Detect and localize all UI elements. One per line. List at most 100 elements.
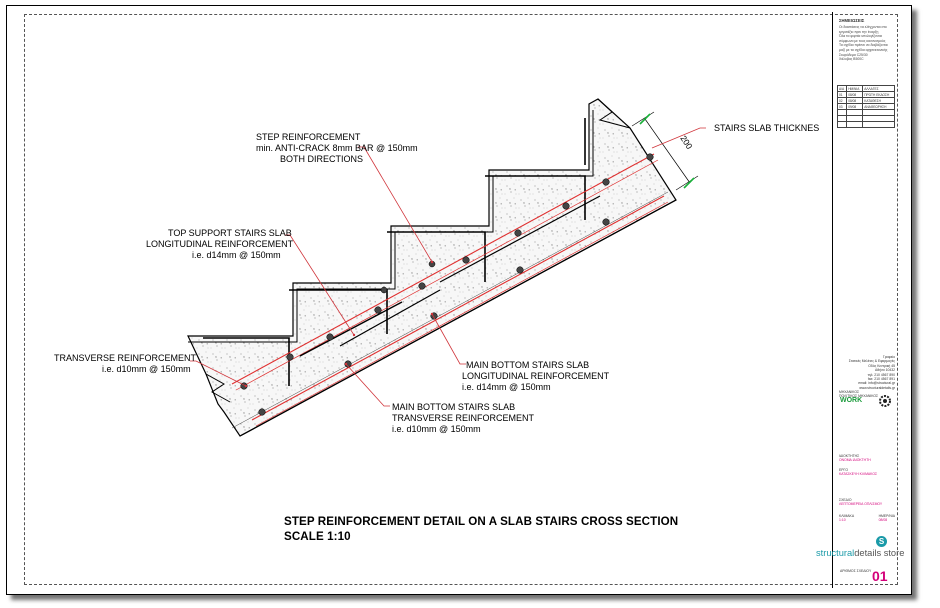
scale-date-section: ΚΛΙΜΑΚΑ 1:10 ΗΜΕΡ/ΝΙΑ 08/08 bbox=[839, 514, 895, 523]
company-line: fax: 210 4567 891 bbox=[867, 377, 895, 382]
soffit-inner bbox=[231, 191, 669, 429]
logo-text: WORK bbox=[840, 397, 862, 404]
label-main-transverse: MAIN BOTTOM STAIRS SLAB TRANSVERSE REINF… bbox=[392, 402, 542, 435]
drawing-frame bbox=[24, 14, 898, 585]
leader-points bbox=[244, 260, 434, 388]
caption-scale: SCALE 1:10 bbox=[284, 530, 351, 543]
label-line: TRANSVERSE REINFORCEMENT bbox=[392, 413, 535, 423]
dim-tick-2 bbox=[683, 177, 695, 189]
brand-part-1: structural bbox=[816, 548, 855, 558]
label-line: i.e. d14mm @ 150mm bbox=[192, 250, 281, 260]
label-line: i.e. d10mm @ 150mm bbox=[102, 364, 191, 374]
drawing-name: ΛΕΠΤΟΜΕΡΕΙΑ ΟΠΛΙΣΜΟΥ bbox=[839, 502, 883, 507]
project-name: ΚΑΤΑΣΚΕΥΗ ΚΛΙΜΑΚΟΣ bbox=[839, 472, 878, 477]
title-block: ΣΗΜΕΙΩΣΕΙΣ Οι διαστάσεις να ελέγχονται σ… bbox=[832, 12, 897, 588]
label-line: i.e. d10mm @ 150mm bbox=[392, 424, 481, 434]
sheet-label: ΑΡΙΘΜΟΣ ΣΧΕΔΙΟΥ bbox=[840, 569, 872, 573]
dim-tick-1 bbox=[639, 113, 651, 125]
label-step-reinforcement: STEP REINFORCEMENT min. ANTI-CRACK 8mm B… bbox=[256, 132, 418, 165]
label-line: TRANSVERSE REINFORCEMENT bbox=[54, 353, 197, 363]
company-line: Γραφείο bbox=[882, 355, 895, 359]
owner-heading: ΙΔΙΟΚΤΗΤΗΣ bbox=[839, 454, 860, 458]
break-line-right bbox=[597, 98, 631, 129]
top-rebar-a bbox=[231, 153, 655, 385]
note-line: Σκυρόδεμα C25/30 bbox=[839, 52, 868, 57]
note-line: Όλα τα φορτία υπολογίζονται bbox=[839, 34, 883, 39]
break-line-left bbox=[205, 373, 231, 403]
company-line: τηλ: 210 4567 890 bbox=[867, 372, 895, 377]
note-line: εργοτάξιο πριν την έναρξη bbox=[839, 29, 879, 34]
store-brand: structuraldetails store bbox=[816, 548, 904, 558]
label-line: MAIN BOTTOM STAIRS SLAB bbox=[466, 360, 590, 370]
notes-list: Οι διαστάσεις να ελέγχονται στο εργοτάξι… bbox=[839, 25, 893, 62]
bottom-rebar-b bbox=[255, 201, 669, 427]
store-logo-icon: S bbox=[876, 536, 887, 547]
note-line: Τα σχέδια πρέπει να διαβάζονται bbox=[839, 43, 888, 48]
scale-value: 1:10 bbox=[839, 518, 846, 523]
project-section: ΕΡΓΟ ΚΑΤΑΣΚΕΥΗ ΚΛΙΜΑΚΟΣ bbox=[839, 468, 895, 477]
logo-word: WORK bbox=[840, 397, 863, 404]
table-row: 01 08/08 ΠΡΩΤΗ ΕΚΔΟΣΗ bbox=[836, 91, 895, 98]
label-line: BOTH DIRECTIONS bbox=[280, 154, 364, 164]
dim-ext-1 bbox=[631, 111, 655, 127]
note-line: σύμφωνα με τους κανονισμούς bbox=[839, 38, 886, 43]
date-heading: ΗΜΕΡ/ΝΙΑ bbox=[878, 514, 895, 518]
company-line: Στατικές Μελέτες & Εφαρμογές bbox=[848, 359, 895, 364]
drawing-section: ΣΧΕΔΙΟ ΛΕΠΤΟΜΕΡΕΙΑ ΟΠΛΙΣΜΟΥ bbox=[839, 498, 895, 507]
scale-cell: ΚΛΙΜΑΚΑ 1:10 bbox=[839, 514, 854, 523]
dim-ext-2 bbox=[675, 175, 699, 191]
gear-icon bbox=[879, 395, 891, 407]
drawing-heading: ΣΧΕΔΙΟ bbox=[839, 498, 852, 502]
owner-name: ΟΝΟΜΑ ΙΔΙΟΚΤΗΤΗ bbox=[839, 458, 871, 463]
designer-section: ΜΗΧΑΝΙΚΟΣ ΠΟΛΙΤΙΚΟΣ ΜΗΧΑΝΙΚΟΣ bbox=[839, 390, 895, 399]
soffit-line bbox=[239, 199, 677, 437]
label-main-longitudinal: MAIN BOTTOM STAIRS SLAB LONGITUDINAL REI… bbox=[462, 360, 612, 393]
owner-section: ΙΔΙΟΚΤΗΤΗΣ ΟΝΟΜΑ ΙΔΙΟΚΤΗΤΗ bbox=[839, 454, 895, 463]
dim-line bbox=[644, 118, 691, 184]
brand-part-2: details store bbox=[854, 548, 905, 558]
leaders bbox=[190, 127, 706, 407]
top-rebar-b bbox=[235, 159, 659, 391]
step-bar-3 bbox=[387, 231, 486, 282]
revisions-table: Α/Α ΗΜ/ΝΙΑ ΑΛΛΑΓΕΣ 01 08/08 ΠΡΩΤΗ ΕΚΔΟΣΗ… bbox=[836, 85, 895, 128]
label-transverse: TRANSVERSE REINFORCEMENT i.e. d10mm @ 15… bbox=[54, 353, 197, 375]
drawing-caption: STEP REINFORCEMENT DETAIL ON A SLAB STAI… bbox=[284, 514, 678, 544]
label-line: i.e. d14mm @ 150mm bbox=[462, 382, 551, 392]
project-heading: ΕΡΓΟ bbox=[839, 468, 849, 472]
scale-heading: ΚΛΙΜΑΚΑ bbox=[839, 514, 855, 518]
label-line: MAIN BOTTOM STAIRS SLAB bbox=[392, 402, 516, 412]
company-line: email: info@structural.gr bbox=[858, 381, 895, 386]
label-top-support: TOP SUPPORT STAIRS SLAB LONGITUDINAL REI… bbox=[140, 228, 294, 261]
step-bar-4 bbox=[485, 175, 586, 220]
company-info: Γραφείο Στατικές Μελέτες & Εφαρμογές Οδό… bbox=[839, 355, 895, 390]
label-line: min. ANTI-CRACK 8mm BAR @ 150mm bbox=[256, 143, 418, 153]
company-logo: WORK bbox=[834, 392, 896, 418]
label-line: STEP REINFORCEMENT bbox=[256, 132, 361, 142]
designer-heading: ΜΗΧΑΝΙΚΟΣ bbox=[839, 390, 860, 394]
rebar-dots bbox=[240, 153, 654, 416]
date-value: 08/08 bbox=[878, 518, 888, 523]
company-line: Αθήνα 10432 bbox=[874, 368, 895, 373]
label-line: LONGITUDINAL REINFORCEMENT bbox=[146, 239, 294, 249]
table-row bbox=[836, 121, 895, 128]
note-line: μαζί με τα σχέδια αρχιτεκτονικής bbox=[839, 47, 888, 52]
date-cell: ΗΜΕΡ/ΝΙΑ 08/08 bbox=[879, 514, 895, 523]
company-line: Οδός Κεντρική 45 bbox=[868, 363, 895, 368]
designer-name: ΠΟΛΙΤΙΚΟΣ ΜΗΧΑΝΙΚΟΣ bbox=[839, 394, 879, 399]
label-slab-thickness: STAIRS SLAB THICKNES bbox=[714, 123, 820, 133]
lap-bar-3 bbox=[439, 195, 601, 283]
note-line: Οι διαστάσεις να ελέγχονται στο bbox=[839, 25, 887, 29]
notes-heading: ΣΗΜΕΙΩΣΕΙΣ bbox=[839, 18, 865, 23]
caption-title: STEP REINFORCEMENT DETAIL ON A SLAB STAI… bbox=[284, 515, 679, 528]
note-line: Χάλυβας B500C bbox=[839, 57, 864, 62]
step-bar-1 bbox=[203, 337, 290, 386]
label-line: LONGITUDINAL REINFORCEMENT bbox=[462, 371, 610, 381]
lap-bar-1 bbox=[299, 301, 403, 357]
bottom-rebar-a bbox=[251, 195, 665, 421]
company-line: www.structuraldetails.gr bbox=[859, 385, 895, 390]
lap-bar-2 bbox=[339, 289, 441, 347]
sheet-number: 01 bbox=[872, 568, 888, 584]
concrete-section bbox=[187, 98, 677, 437]
label-line: TOP SUPPORT STAIRS SLAB bbox=[168, 228, 292, 238]
